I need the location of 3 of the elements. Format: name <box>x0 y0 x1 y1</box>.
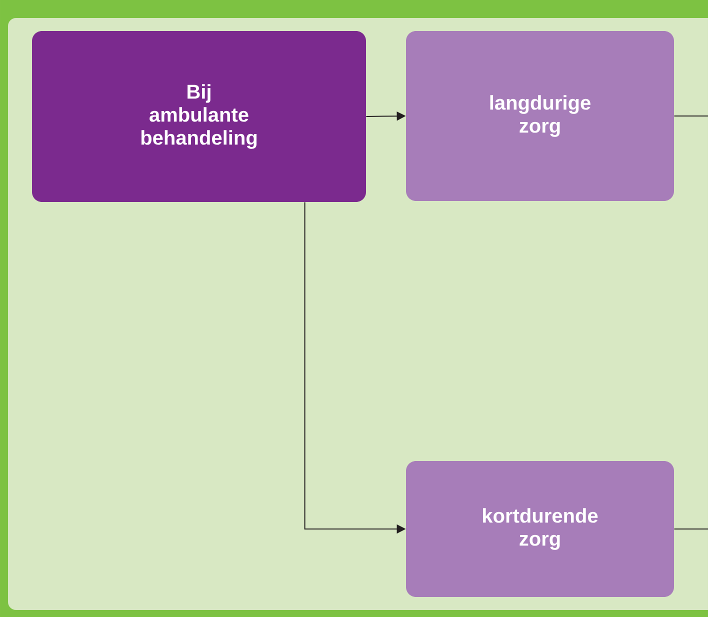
process-box: Bij ambulante behandeling <box>32 31 366 202</box>
process-box: langdurige zorg <box>406 31 674 201</box>
process-box: kortdurende zorg <box>406 461 674 597</box>
